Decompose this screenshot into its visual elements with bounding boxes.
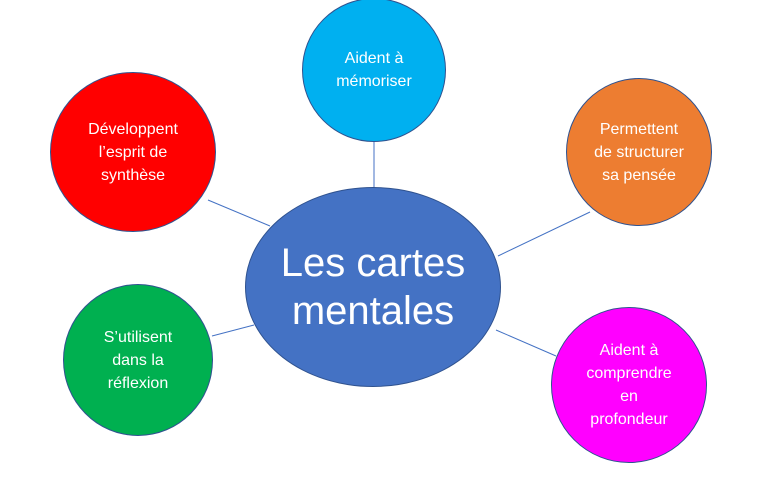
node-text: dans la bbox=[112, 351, 164, 369]
node-text: S’utilisent bbox=[103, 328, 173, 346]
node-text: en bbox=[620, 388, 638, 405]
node-structure: Permettent de structurer sa pensée bbox=[566, 78, 712, 226]
node-text: synthèse bbox=[100, 166, 166, 184]
node-text: mémoriser bbox=[336, 73, 412, 90]
node-synthesis: Développent l’esprit de synthèse bbox=[50, 72, 216, 232]
node-text: Aident à bbox=[344, 50, 404, 67]
node-text: profondeur bbox=[590, 411, 668, 428]
node-reflection: S’utilisent dans la réflexion bbox=[63, 284, 213, 436]
node-text: sa pensée bbox=[602, 166, 676, 184]
connector-right-top bbox=[497, 211, 591, 257]
connector-left-bottom bbox=[211, 324, 255, 337]
central-topic-line: Les cartes bbox=[280, 241, 466, 285]
node-text: l’esprit de bbox=[98, 143, 168, 161]
node-text: Aident à bbox=[599, 342, 659, 359]
node-text: Développent bbox=[88, 120, 178, 138]
node-text: Permettent bbox=[599, 120, 679, 138]
central-topic-line: mentales bbox=[291, 289, 455, 333]
node-understanding: Aident à comprendre en profondeur bbox=[551, 307, 707, 463]
connector-left-top bbox=[207, 199, 271, 227]
node-text: comprendre bbox=[586, 365, 672, 382]
node-text: de structurer bbox=[594, 143, 684, 161]
node-text: réflexion bbox=[107, 374, 169, 392]
node-memorize: Aident à mémoriser bbox=[302, 0, 446, 142]
connector-right-bottom bbox=[495, 329, 557, 357]
